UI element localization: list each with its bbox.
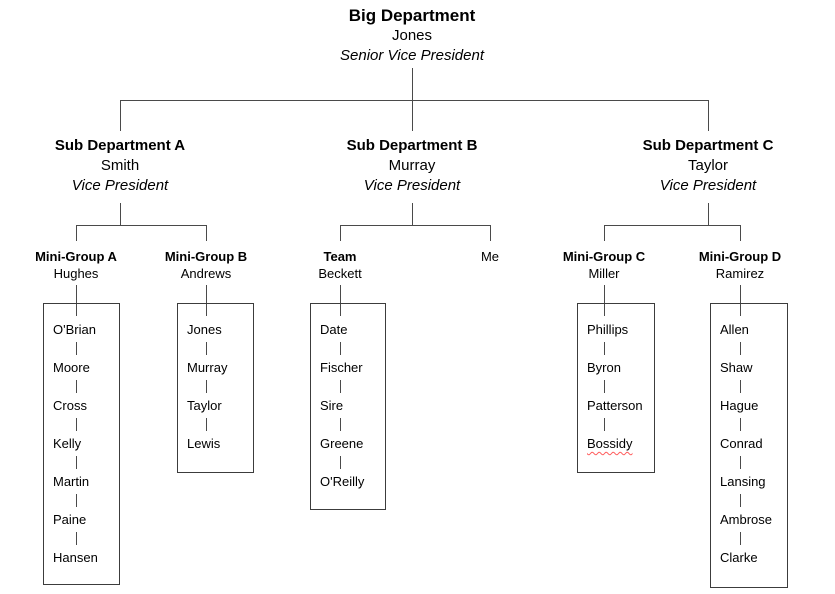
member-name: Murray	[187, 360, 228, 375]
member-link-line	[604, 380, 605, 393]
member-link-line	[76, 380, 77, 393]
member-link-line	[740, 380, 741, 393]
member-name: O'Reilly	[320, 474, 365, 489]
member-name: Jones	[187, 322, 222, 337]
group-lead: Beckett	[318, 266, 362, 281]
dept-node-sub-department-a: Sub Department A Smith Vice President	[55, 136, 185, 196]
member-link-line	[740, 494, 741, 507]
member-link-line	[604, 418, 605, 431]
member-name: Hansen	[53, 550, 98, 565]
group-node-mini-group-a: Mini-Group A Hughes	[35, 248, 117, 282]
member-name: Patterson	[587, 398, 643, 413]
member-name: Bossidy	[587, 436, 633, 451]
root-role: Senior Vice President	[340, 47, 484, 64]
dept-title: Sub Department B	[346, 137, 478, 154]
group-node-me: Me	[481, 248, 499, 265]
group-label: Team	[323, 249, 357, 264]
dept-role: Vice President	[659, 177, 757, 194]
member-link-line	[76, 532, 77, 545]
member-link-line	[740, 342, 741, 355]
member-name: Allen	[720, 322, 749, 337]
member-name: Martin	[53, 474, 90, 489]
group-label: Mini-Group D	[698, 249, 782, 264]
member-link-line	[206, 418, 207, 431]
member-link-line	[76, 456, 77, 469]
member-name: Phillips	[587, 322, 629, 337]
member-link-line	[340, 342, 341, 355]
group-label: Me	[480, 249, 500, 264]
group-node-team: Team Beckett	[318, 248, 361, 282]
member-name: Lansing	[720, 474, 766, 489]
dept-title: Sub Department A	[54, 137, 186, 154]
dept-manager: Smith	[100, 157, 140, 174]
root-title: Big Department	[348, 6, 476, 25]
member-name: Kelly	[53, 436, 82, 451]
dept-manager: Murray	[388, 157, 436, 174]
member-link-line	[740, 456, 741, 469]
dept-manager: Taylor	[687, 157, 729, 174]
member-name: Byron	[587, 360, 621, 375]
group-lead: Andrews	[180, 266, 232, 281]
root-manager: Jones	[391, 27, 433, 44]
group-node-mini-group-c: Mini-Group C Miller	[563, 248, 645, 282]
member-name: Conrad	[720, 436, 763, 451]
group-lead: Hughes	[53, 266, 99, 281]
member-name: Clarke	[720, 550, 758, 565]
member-name: O'Brian	[53, 322, 96, 337]
dept-node-sub-department-c: Sub Department C Taylor Vice President	[643, 136, 774, 196]
member-link-line	[740, 532, 741, 545]
member-name: Cross	[53, 398, 87, 413]
group-lead: Ramirez	[715, 266, 765, 281]
member-name: Sire	[320, 398, 344, 413]
member-link-line	[76, 342, 77, 355]
group-label: Mini-Group B	[164, 249, 248, 264]
group-node-mini-group-d: Mini-Group D Ramirez	[699, 248, 781, 282]
member-name: Paine	[53, 512, 87, 527]
member-link-line	[76, 418, 77, 431]
member-link-line	[340, 456, 341, 469]
member-name: Ambrose	[720, 512, 773, 527]
member-name: Lewis	[187, 436, 221, 451]
member-link-line	[604, 342, 605, 355]
group-label: Mini-Group C	[562, 249, 646, 264]
dept-node-sub-department-b: Sub Department B Murray Vice President	[347, 136, 478, 196]
member-name: Date	[320, 322, 348, 337]
group-lead: Miller	[588, 266, 620, 281]
member-name: Greene	[320, 436, 364, 451]
member-link-line	[340, 418, 341, 431]
dept-title: Sub Department C	[642, 137, 774, 154]
member-name: Hague	[720, 398, 759, 413]
member-name: Taylor	[187, 398, 222, 413]
member-name: Shaw	[720, 360, 753, 375]
member-link-line	[206, 380, 207, 393]
dept-role: Vice President	[71, 177, 169, 194]
member-link-line	[76, 494, 77, 507]
member-name: Moore	[53, 360, 90, 375]
dept-role: Vice President	[363, 177, 461, 194]
member-link-line	[206, 342, 207, 355]
member-name: Fischer	[320, 360, 363, 375]
root-node: Big Department Jones Senior Vice Preside…	[340, 5, 484, 66]
member-link-line	[740, 418, 741, 431]
group-node-mini-group-b: Mini-Group B Andrews	[165, 248, 247, 282]
group-label: Mini-Group A	[35, 249, 117, 264]
member-link-line	[340, 380, 341, 393]
